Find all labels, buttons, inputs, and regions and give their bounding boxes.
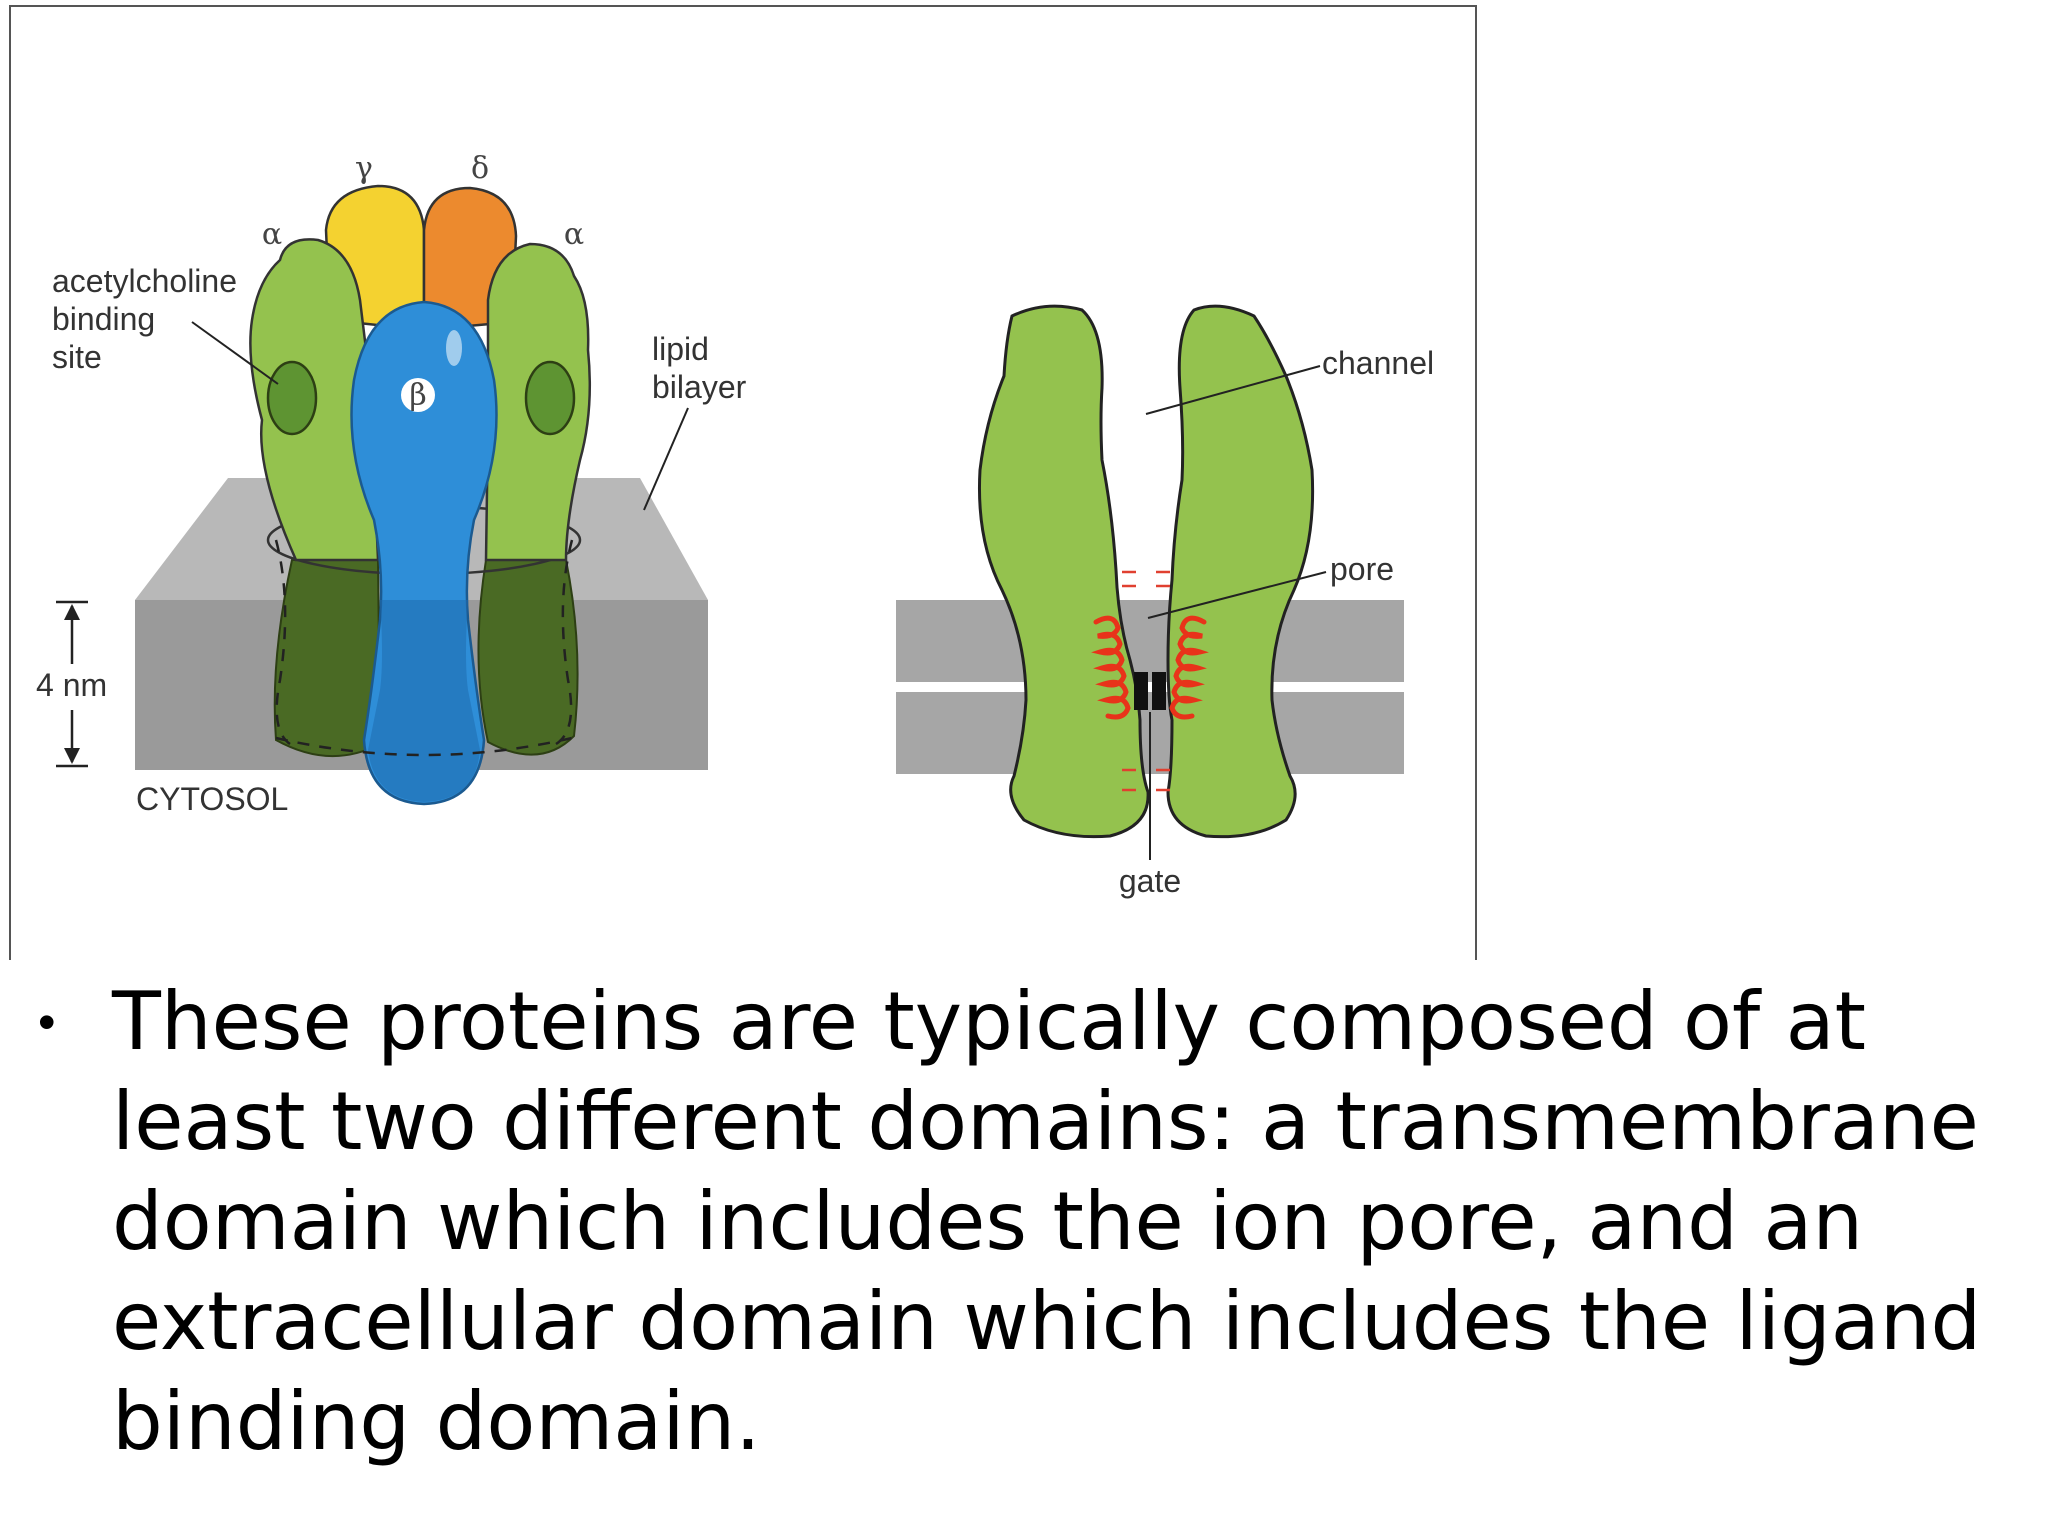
- pore-pointer: [1147, 571, 1327, 619]
- alpha-left-label: α: [262, 217, 282, 252]
- gate-label: gate: [1119, 863, 1181, 899]
- bullet-marker: •: [38, 994, 56, 1050]
- helix-left: [1091, 615, 1131, 720]
- binding-site-pointer: [191, 321, 279, 385]
- lipid-pointer: [643, 407, 689, 511]
- charge-marks-upper: [1122, 570, 1170, 588]
- binding-site-label-line-2: binding: [52, 301, 155, 337]
- figure-frame: [9, 5, 1477, 960]
- bullet-text: These proteins are typically composed of…: [112, 975, 1982, 1468]
- delta-label: δ: [471, 151, 489, 186]
- channel-pointer: [1145, 365, 1321, 415]
- cytosol-label: CYTOSOL: [136, 781, 288, 817]
- bilayer-upper-leaflet: [896, 600, 1404, 682]
- binding-site-label-line-3: site: [52, 339, 102, 375]
- helix-right: [1169, 615, 1209, 720]
- channel-label: channel: [1322, 345, 1434, 381]
- thickness-arrowhead-down: [64, 748, 80, 764]
- channel-cross-section: channel pore gate: [896, 304, 1434, 899]
- gate-block-right: [1152, 672, 1166, 710]
- alpha-right-embedded: [477, 559, 579, 756]
- charge-marks-lower: [1122, 768, 1170, 792]
- lipid-label-line-1: lipid: [652, 331, 709, 367]
- gate-block-left: [1134, 672, 1148, 710]
- channel-dashed-right: [555, 539, 574, 746]
- receptor-figure: β α γ δ α acetylcholine binding site lip…: [9, 5, 1477, 960]
- binding-site-label-line-1: acetylcholine: [52, 263, 237, 299]
- pore-label: pore: [1330, 551, 1394, 587]
- binding-site-left: [266, 360, 318, 436]
- lipid-label-line-2: bilayer: [652, 369, 747, 405]
- channel-subunit-left: [978, 304, 1150, 839]
- beta-label: β: [409, 378, 426, 413]
- beta-embedded-shade: [368, 600, 480, 802]
- alpha-right-label: α: [564, 217, 584, 252]
- gamma-label: γ: [355, 151, 373, 186]
- beta-highlight: [446, 330, 462, 366]
- binding-site-right: [524, 360, 576, 436]
- thickness-arrowhead-up: [64, 604, 80, 620]
- receptor-3d-diagram: β α γ δ α acetylcholine binding site lip…: [36, 151, 747, 817]
- thickness-label: 4 nm: [36, 667, 107, 703]
- channel-subunit-right: [1166, 304, 1315, 839]
- beta-label-circle: [401, 378, 435, 412]
- channel-dashed-left: [274, 539, 291, 746]
- alpha-left-embedded: [273, 559, 382, 758]
- bullet-item: • These proteins are typically composed …: [34, 972, 2024, 1472]
